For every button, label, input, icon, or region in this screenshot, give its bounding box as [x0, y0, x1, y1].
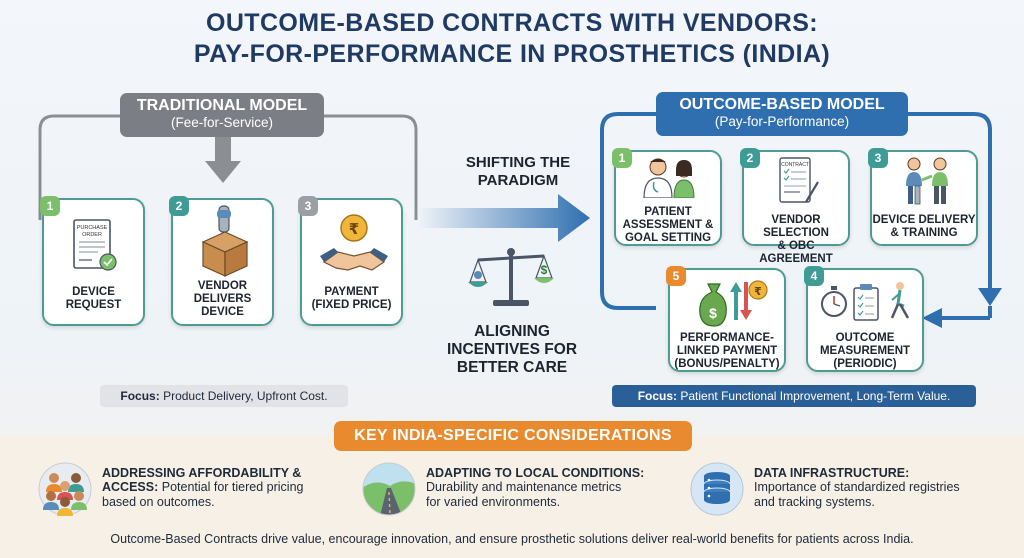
consideration-affordability: ADDRESSING AFFORDABILITY & ACCESS: Poten…	[38, 462, 358, 522]
step-label: VENDOR SELECTION & OBC AGREEMENT	[759, 214, 833, 265]
considerations-heading: KEY INDIA-SPECIFIC CONSIDERATIONS	[334, 421, 692, 451]
considerations-panel	[0, 436, 1024, 558]
handshake-payment-icon: ₹	[320, 214, 388, 271]
consideration-body-cont: for varied environments.	[426, 495, 561, 509]
outcome-step-device-delivery: 3 DEVICE DELIVERY & TRAINING	[868, 148, 978, 246]
focus-text: Product Delivery, Upfront Cost.	[163, 389, 328, 403]
title-line-1: OUTCOME-BASED CONTRACTS WITH VENDORS:	[205, 9, 818, 37]
money-bag-arrows-icon: $ ₹	[699, 280, 768, 327]
step-number-badge: 3	[868, 148, 888, 168]
consideration-body: Durability and maintenance metrics	[426, 480, 622, 494]
stopwatch-clipboard-walker-icon	[821, 282, 910, 321]
consideration-body-cont: based on outcomes.	[102, 495, 215, 509]
step-label: PAYMENT (FIXED PRICE)	[311, 286, 392, 311]
purchase-order-icon: PURCHASE ORDER	[73, 219, 117, 271]
consideration-title: DATA INFRASTRUCTURE:	[754, 466, 910, 480]
svg-text:ORDER: ORDER	[82, 232, 102, 238]
outcome-loop-arrow	[600, 112, 1002, 328]
step-number-badge: 4	[804, 266, 824, 286]
rupee-symbol: ₹	[349, 220, 359, 238]
outcome-model-header: OUTCOME-BASED MODEL (Pay-for-Performance…	[656, 92, 908, 136]
title-line-2: PAY-FOR-PERFORMANCE IN PROSTHETICS (INDI…	[193, 40, 831, 68]
outcome-step-patient-assessment: 1 PATIENT ASSESSMENT & GOAL SETTING	[612, 148, 722, 246]
consideration-title-cont: ACCESS:	[102, 480, 159, 494]
consideration-title: ADDRESSING AFFORDABILITY &	[102, 466, 302, 480]
training-people-icon	[906, 157, 948, 205]
step-label: DEVICE REQUEST	[65, 286, 122, 311]
outcome-model-title: OUTCOME-BASED MODEL	[679, 96, 885, 113]
focus-text: Patient Functional Improvement, Long-Ter…	[680, 389, 951, 403]
focus-label: Focus:	[637, 389, 678, 403]
consideration-title: ADAPTING TO LOCAL CONDITIONS:	[426, 466, 645, 480]
svg-text:PURCHASE: PURCHASE	[77, 225, 108, 231]
road-icon	[362, 462, 416, 516]
outcome-model-subtitle: (Pay-for-Performance)	[714, 114, 850, 129]
outcome-focus-bar: Focus: Patient Functional Improvement, L…	[612, 385, 976, 407]
step-number-badge: 3	[298, 196, 318, 216]
step-number-badge: 2	[740, 148, 760, 168]
step-number-badge: 1	[612, 148, 632, 168]
dollar-symbol: $	[541, 263, 548, 277]
aligning-incentives-text: ALIGNING INCENTIVES FOR BETTER CARE	[446, 323, 578, 376]
footer-text: Outcome-Based Contracts drive value, enc…	[110, 532, 914, 546]
contract-icon: CONTRACT	[779, 157, 819, 203]
traditional-model-title: TRADITIONAL MODEL	[136, 97, 308, 114]
consideration-body: Importance of standardized registries	[754, 480, 960, 494]
traditional-step-vendor-delivers: 2 VENDOR DELIVERS DEVICE	[169, 196, 274, 326]
shift-arrow-icon	[418, 194, 590, 242]
people-group-icon	[38, 462, 92, 516]
step-label: DEVICE DELIVERY & TRAINING	[872, 214, 976, 239]
outcome-step-outcome-measurement: 4 OUTCOME MEASUREMENT (PERIODIC)	[804, 266, 924, 372]
shifting-paradigm-text: SHIFTING THE PARADIGM	[465, 154, 571, 189]
traditional-step-device-request: 1 PURCHASE ORDER DEVICE REQUEST	[40, 196, 145, 326]
consideration-local-conditions: ADAPTING TO LOCAL CONDITIONS: Durability…	[362, 462, 682, 522]
traditional-step-payment: 3 ₹ PAYMENT (FIXED PRICE)	[298, 196, 403, 326]
step-number-badge: 1	[40, 196, 60, 216]
contract-doc-text: CONTRACT	[781, 162, 809, 168]
bag-dollar-symbol: $	[709, 305, 717, 321]
step-label: VENDOR DELIVERS DEVICE	[193, 280, 252, 318]
box-prosthetic-icon	[201, 205, 249, 277]
consideration-body: Potential for tiered pricing	[161, 480, 304, 494]
traditional-focus-bar: Focus: Product Delivery, Upfront Cost.	[100, 385, 348, 407]
traditional-loop-bracket	[38, 114, 418, 220]
traditional-model-subtitle: (Fee-for-Service)	[170, 115, 273, 130]
balance-scale-icon: $	[468, 248, 554, 306]
doctor-patient-icon	[643, 158, 695, 198]
step-number-badge: 5	[666, 266, 686, 286]
step-label: PATIENT ASSESSMENT & GOAL SETTING	[622, 206, 714, 244]
database-icon	[690, 462, 744, 516]
down-arrow-icon	[205, 137, 241, 183]
focus-label: Focus:	[120, 389, 160, 403]
step-label: OUTCOME MEASUREMENT (PERIODIC)	[819, 332, 911, 370]
step-label: PERFORMANCE- LINKED PAYMENT (BONUS/PENAL…	[674, 332, 780, 370]
outcome-step-performance-payment: 5 $ ₹ PERFORMANCE- LINKED PAYMENT (BONUS…	[666, 266, 786, 372]
traditional-model-header: TRADITIONAL MODEL (Fee-for-Service)	[120, 93, 324, 137]
consideration-body-cont: and tracking systems.	[754, 495, 875, 509]
bag-rupee-symbol: ₹	[754, 285, 762, 298]
step-number-badge: 2	[169, 196, 189, 216]
outcome-step-vendor-selection: 2 CONTRACT VENDOR SELECTION & OBC AGREEM…	[740, 148, 850, 265]
consideration-data-infrastructure: DATA INFRASTRUCTURE: Importance of stand…	[690, 462, 1010, 522]
